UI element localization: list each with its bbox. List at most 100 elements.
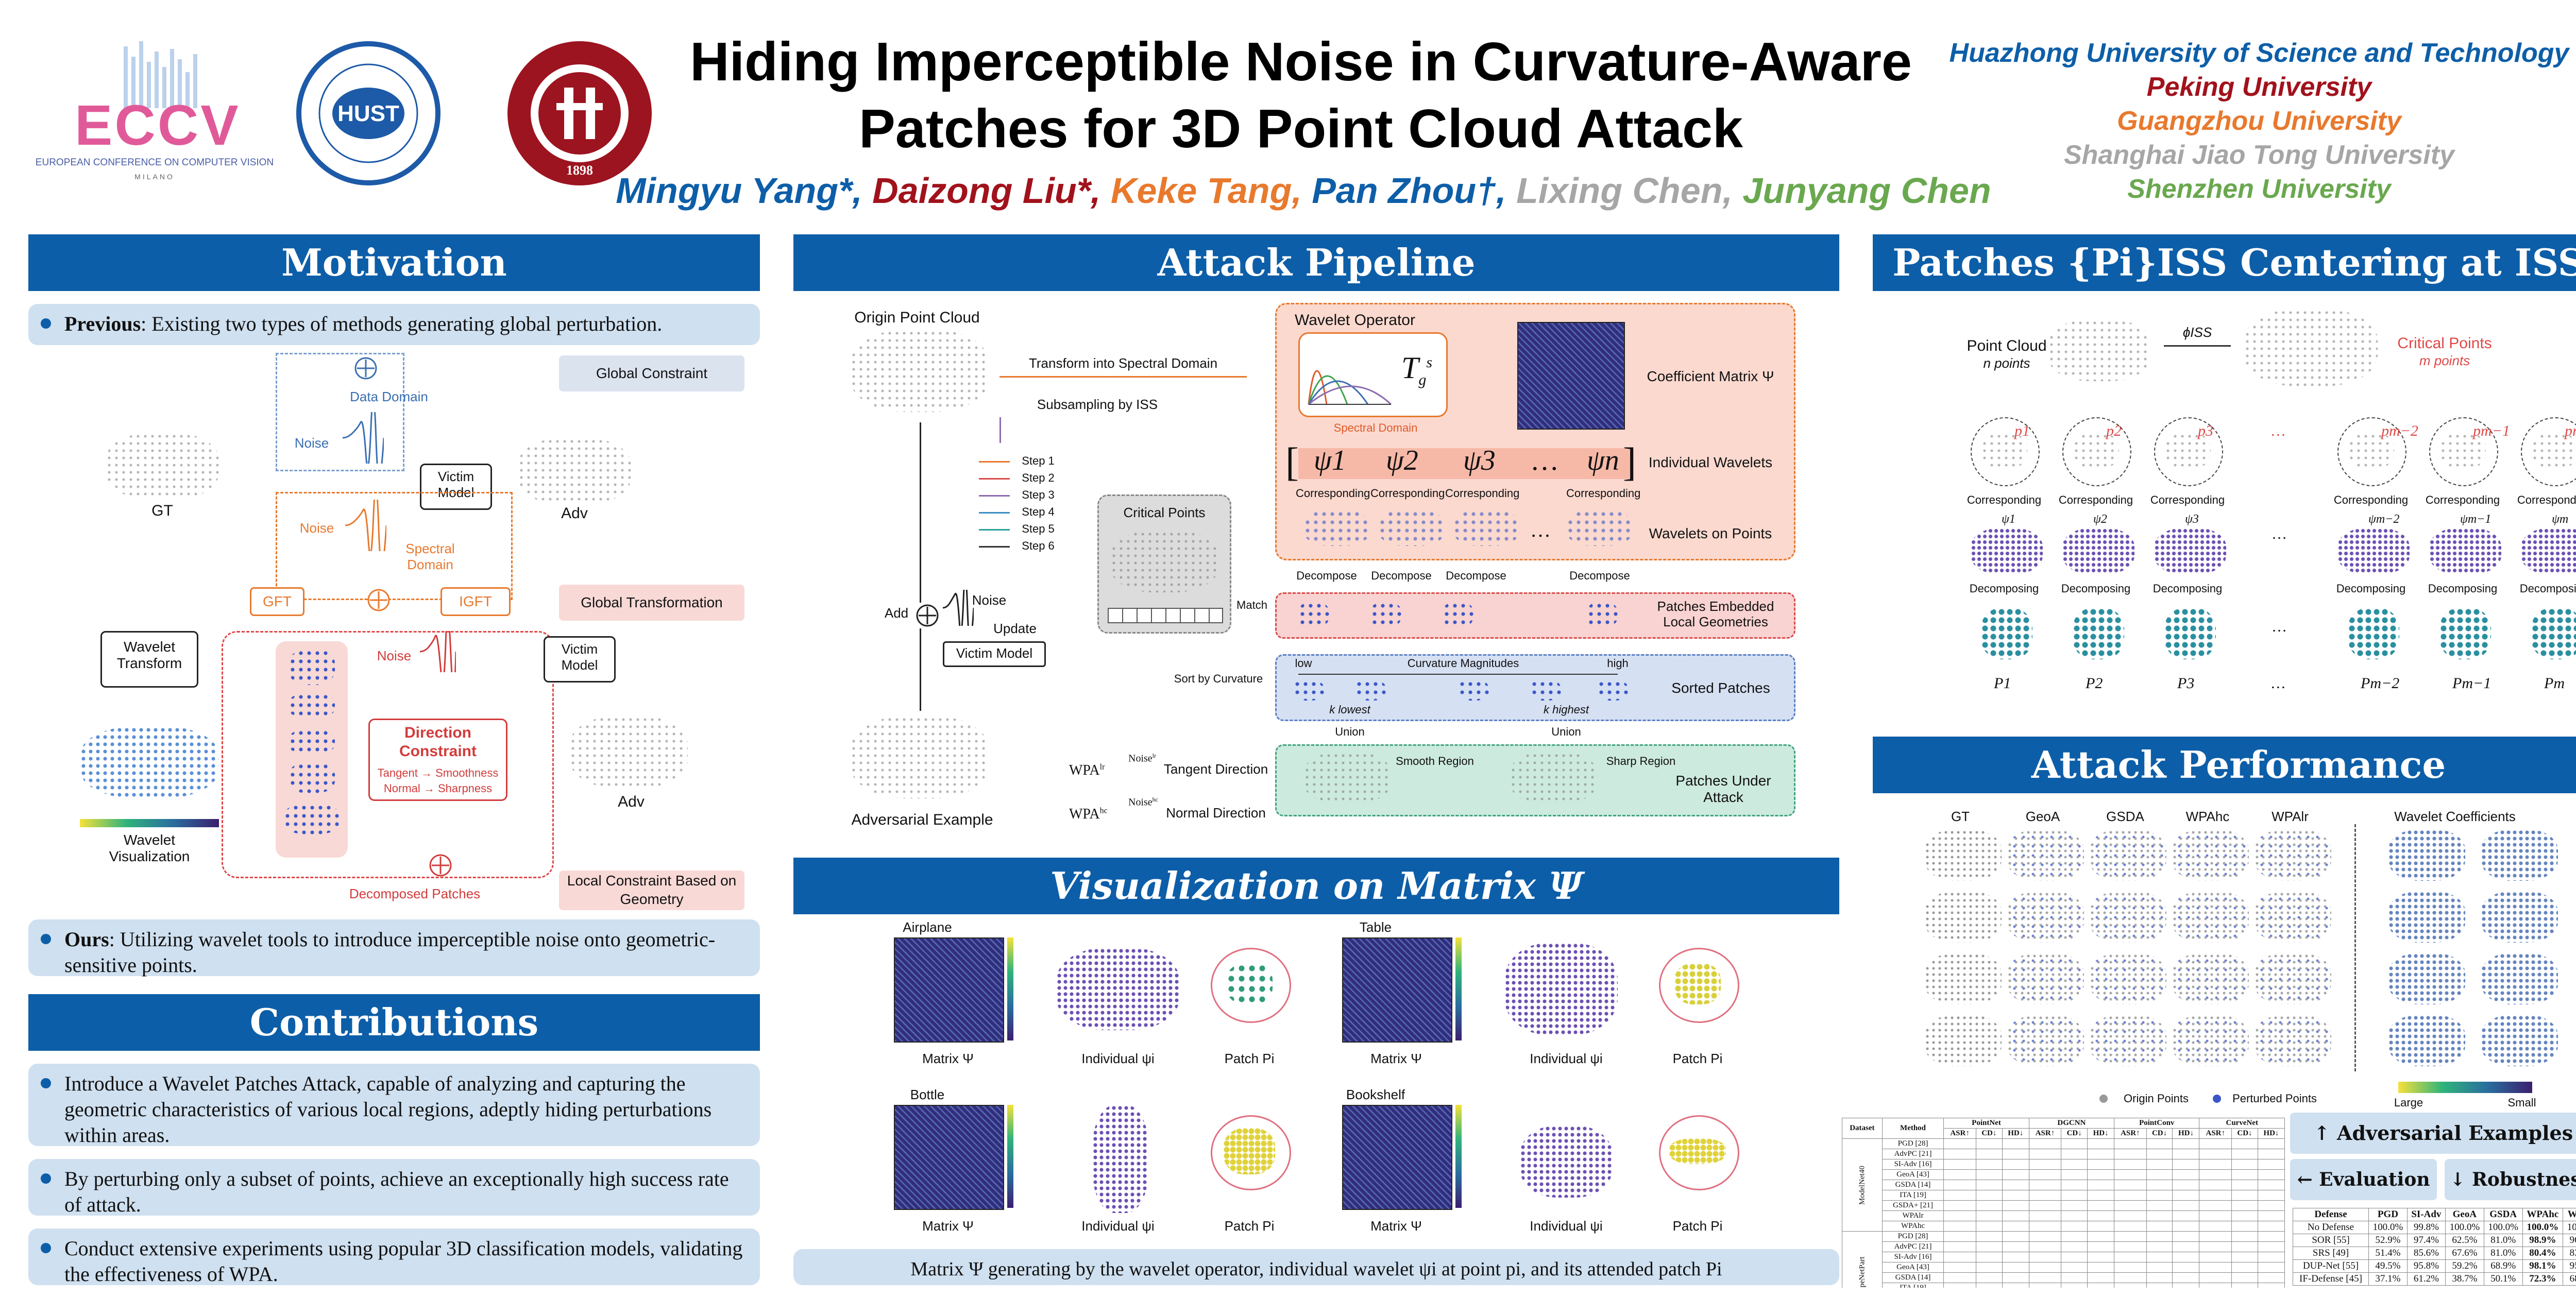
performance-sample [2481, 829, 2558, 881]
k-lowest-label: k lowest [1329, 703, 1370, 716]
pku-logo: 1898 [507, 41, 652, 185]
gt-label: GT [151, 502, 173, 519]
value-cell [1975, 1159, 2003, 1170]
patch-5 [283, 804, 340, 834]
corresponding-3: Corresponding [1445, 487, 1520, 500]
patch-3 [289, 729, 335, 755]
patch-1 [289, 649, 335, 685]
psi-label: ψm−2 [2368, 513, 2400, 526]
patch-4 [289, 762, 335, 793]
psi-label: ψm [2552, 513, 2569, 526]
value-cell [2231, 1190, 2258, 1201]
method-cell: AdvPC [21] [1882, 1149, 1944, 1159]
corresponding-label: Corresponding [2425, 493, 2500, 506]
performance-sample [1924, 829, 2002, 881]
value-cell [2028, 1221, 2062, 1232]
table-row: ITA [19] [1842, 1283, 2285, 1288]
hust-emblem-icon: HUST [318, 63, 418, 163]
value-cell [1943, 1241, 1976, 1252]
curvature-axis [1298, 674, 1618, 675]
eccv-logo-text: ECCV [75, 94, 241, 157]
th-metric: CD↓ [2061, 1128, 2088, 1139]
step-2: Step 2 [1022, 471, 1055, 484]
viz-patch-ellipse [1211, 1115, 1291, 1190]
viz-individual-wavelet [1092, 1105, 1149, 1213]
eccv-logo: ECCV EUROPEAN CONFERENCE ON COMPUTER VIS… [26, 31, 283, 185]
value-cell [2002, 1159, 2029, 1170]
motivation-previous-note: Previous: Existing two types of methods … [28, 304, 760, 345]
victim-model-label-2: Victim Model [561, 641, 598, 673]
decomposing-label: Decomposing [2336, 582, 2406, 595]
value-cell [2257, 1159, 2285, 1170]
defense-cell: 98.1% [2522, 1259, 2564, 1273]
value-cell [2114, 1159, 2147, 1170]
victim-model-box [420, 464, 492, 510]
col-wavelet-coefficients: Wavelet Coefficients [2394, 809, 2516, 824]
decomposing-label: Decomposing [2428, 582, 2498, 595]
dots-3: … [2272, 618, 2287, 635]
decompose-1: Decompose [1296, 569, 1357, 582]
psi-n: ψn [1587, 445, 1619, 476]
value-cell [2087, 1180, 2115, 1190]
adv-point-cloud [518, 438, 631, 505]
robustness-button[interactable]: ↓ Robustness [2445, 1159, 2576, 1200]
defense-cell: 81.0% [2483, 1234, 2523, 1247]
value-cell [1943, 1231, 1976, 1242]
evaluation-button[interactable]: ← Evaluation [2290, 1159, 2437, 1200]
wavelet-bracket-close: ] [1623, 439, 1636, 484]
plus-circle-icon-2 [367, 589, 390, 611]
sorted-patch-low-2 [1355, 680, 1386, 701]
noise-label-2: Noise [299, 520, 334, 536]
value-cell [2172, 1200, 2200, 1211]
sorted-patch-high-1 [1530, 680, 1561, 701]
noise-wave-icon-2 [345, 500, 386, 551]
sharp-region-cloud [1510, 752, 1597, 804]
pipeline-diagram: Origin Point Cloud Transform into Spectr… [793, 299, 1839, 845]
patches-embedded-box [1275, 592, 1795, 639]
performance-sample [2172, 1015, 2249, 1066]
decomposing-label: Decomposing [2061, 582, 2131, 595]
defense-cell: SRS [49] [2293, 1247, 2369, 1260]
adversarial-examples-button[interactable]: ↑ Adversarial Examples [2290, 1113, 2576, 1154]
value-cell [2257, 1138, 2285, 1149]
performance-sample [2172, 829, 2249, 881]
critical-points-cloud [2244, 309, 2378, 386]
value-cell [1943, 1221, 1976, 1232]
value-cell [2028, 1159, 2062, 1170]
defense-cell: 100.0% [2445, 1221, 2484, 1234]
noise-label: Noise [972, 592, 1007, 608]
performance-sample [2007, 1015, 2084, 1066]
th-metric: ASR↑ [2114, 1128, 2147, 1139]
viz-panel-title: Bottle [910, 1087, 945, 1102]
performance-sample [1924, 953, 2002, 1004]
wavelet-point-1 [1303, 510, 1370, 546]
value-cell [1943, 1180, 1976, 1190]
noise-label-1: Noise [294, 435, 329, 451]
defense-header-cell: GeoA [2445, 1208, 2484, 1221]
performance-sample [2388, 1015, 2465, 1066]
value-cell [1975, 1272, 2003, 1283]
author-4: Pan Zhou† [1312, 170, 1497, 211]
P-label: … [2272, 675, 2285, 692]
low-label: low [1295, 657, 1312, 670]
noise-hc-label: Noisehc [1128, 796, 1158, 808]
hust-logo: HUST [296, 41, 440, 185]
wavelet-curves-icon [1308, 370, 1392, 405]
psi-label: ψ3 [2185, 513, 2199, 526]
defense-cell: 51.4% [2368, 1247, 2408, 1260]
value-cell [2199, 1241, 2232, 1252]
value-cell [2146, 1190, 2173, 1201]
viz-patch-ellipse [1659, 1115, 1739, 1190]
viz-individual-wavelet [1520, 1125, 1613, 1198]
value-cell [2146, 1252, 2173, 1262]
method-cell: SI-Adv [16] [1882, 1252, 1944, 1262]
value-cell [2087, 1200, 2115, 1211]
value-cell [2199, 1210, 2232, 1221]
value-cell [2002, 1241, 2029, 1252]
method-cell: GeoA [43] [1882, 1169, 1944, 1180]
value-cell [2114, 1231, 2147, 1242]
psi-cloud [2062, 528, 2134, 574]
